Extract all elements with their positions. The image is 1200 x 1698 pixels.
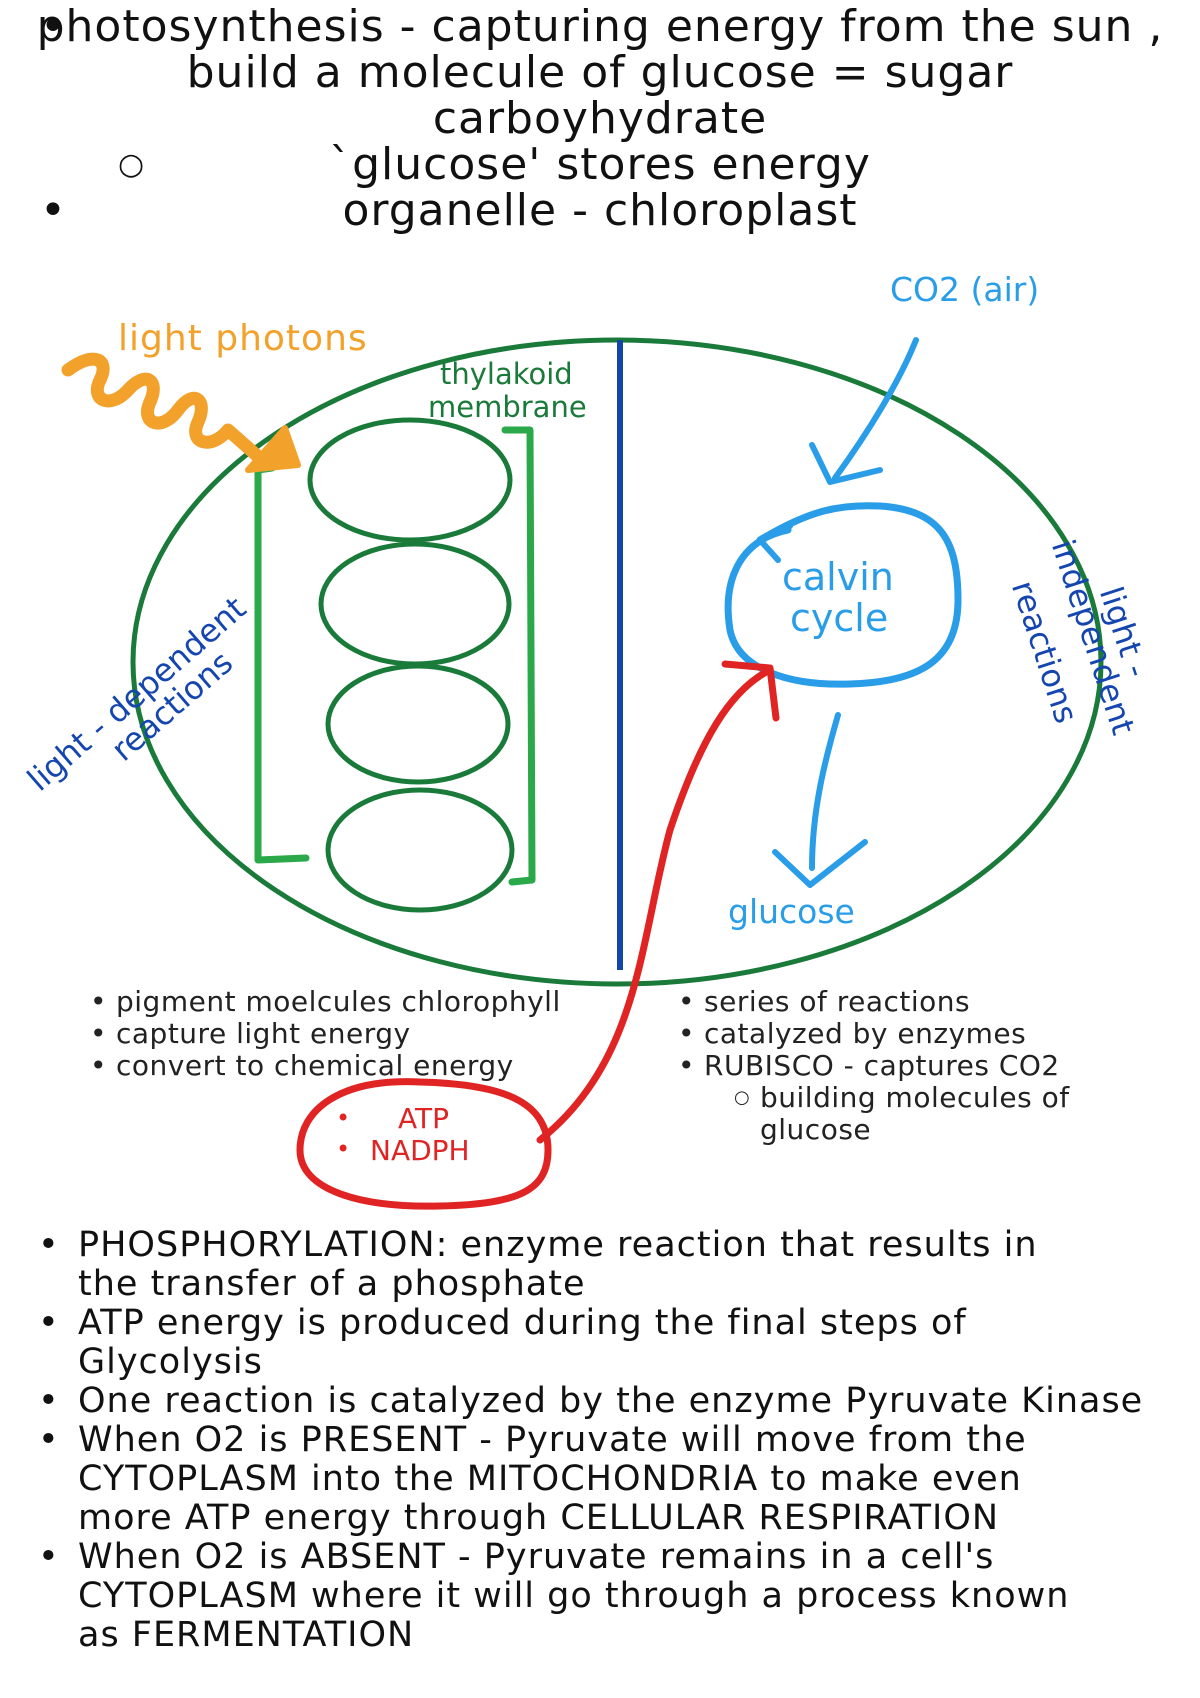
nadph-bullet: • <box>336 1135 351 1163</box>
co2-label: CO2 (air) <box>890 270 1040 309</box>
intro-item: build a molecule of glucose = sugar <box>0 50 1200 96</box>
co2-arrowhead <box>809 442 883 485</box>
thylakoid-disc <box>307 417 513 543</box>
bottom-line: Glycolysis <box>78 1342 263 1382</box>
membrane-label: membrane <box>428 390 587 424</box>
calvin-label: calvin <box>782 555 894 599</box>
bottom-line: CYTOPLASM where it will go through a pro… <box>78 1576 1070 1616</box>
right-bracket <box>501 426 536 886</box>
atp-nadph-circle <box>296 1078 552 1210</box>
calvin-arrowhead <box>757 523 793 563</box>
bullet-dot: • <box>40 1 67 52</box>
bottom-line: ATP energy is produced during the final … <box>78 1303 967 1343</box>
bottom-line: CYTOPLASM into the MITOCHONDRIA to make … <box>78 1459 1022 1499</box>
phosphorylation-list: PHOSPHORYLATION: enzyme reaction that re… <box>38 1226 1198 1655</box>
note-item: convert to chemical energy <box>88 1050 561 1083</box>
note-item: catalyzed by enzymes <box>676 1018 1070 1051</box>
sub-bullet-circle: ○ <box>118 147 146 182</box>
energy-arrow <box>536 666 774 1144</box>
intro-text-2: build a molecule of glucose = sugar <box>186 47 1014 98</box>
photon-wave <box>61 352 269 467</box>
light-independent-notes: series of reactions catalyzed by enzymes… <box>676 986 1070 1146</box>
note-item: series of reactions <box>676 986 1070 1019</box>
bottom-item: When O2 is PRESENT - Pyruvate will move … <box>38 1421 1198 1538</box>
intro-item: • photosynthesis - capturing energy from… <box>0 4 1200 50</box>
bottom-item: When O2 is ABSENT - Pyruvate remains in … <box>38 1538 1198 1655</box>
intro-item: • organelle - chloroplast <box>0 188 1200 234</box>
thylakoid-disc <box>325 663 511 785</box>
light-photons-label: light photons <box>118 318 368 359</box>
intro-text-4: `glucose' stores energy <box>329 139 871 190</box>
light-dependent-notes: pigment moelcules chlorophyll capture li… <box>88 986 561 1083</box>
bottom-item: PHOSPHORYLATION: enzyme reaction that re… <box>38 1226 1198 1304</box>
bottom-line: When O2 is PRESENT - Pyruvate will move … <box>78 1420 1027 1460</box>
bottom-line: When O2 is ABSENT - Pyruvate remains in … <box>78 1537 995 1577</box>
sub-note-cont: glucose <box>760 1113 872 1146</box>
atp-label: ATP <box>398 1102 449 1135</box>
glucose-arrow <box>809 712 841 871</box>
atp-bullet: • <box>336 1104 351 1132</box>
intro-item: carboyhydrate <box>0 96 1200 142</box>
note-item: RUBISCO - captures CO2 <box>676 1050 1070 1083</box>
bottom-line: PHOSPHORYLATION: enzyme reaction that re… <box>78 1225 1038 1265</box>
calvin-cycle-loop <box>724 502 962 688</box>
intro-text-1: photosynthesis - capturing energy from t… <box>36 1 1164 52</box>
bottom-line: the transfer of a phosphate <box>78 1264 586 1304</box>
thylakoid-stack <box>307 417 515 913</box>
bottom-item: One reaction is catalyzed by the enzyme … <box>38 1381 1198 1422</box>
bottom-item: ATP energy is produced during the final … <box>38 1304 1198 1382</box>
sub-note-item: building molecules of glucose <box>676 1082 1070 1146</box>
note-item: pigment moelcules chlorophyll <box>88 986 561 1019</box>
bullet-dot: • <box>40 185 67 236</box>
bottom-line: as FERMENTATION <box>78 1615 415 1655</box>
intro-item: ○ `glucose' stores energy <box>0 142 1200 188</box>
energy-arrowhead <box>721 660 780 722</box>
thylakoid-disc <box>325 787 515 913</box>
intro-list: • photosynthesis - capturing energy from… <box>0 4 1200 234</box>
intro-text-3: carboyhydrate <box>432 93 768 144</box>
intro-text-5: organelle - chloroplast <box>342 185 858 236</box>
photon-arrowhead <box>245 425 301 473</box>
bottom-line: more ATP energy through CELLULAR RESPIRA… <box>78 1498 1000 1538</box>
thylakoid-label: thylakoid <box>440 357 573 391</box>
cycle-label: cycle <box>790 596 889 640</box>
co2-arrow <box>832 337 919 481</box>
bottom-line: One reaction is catalyzed by the enzyme … <box>78 1381 1144 1421</box>
sub-note-text: building molecules of <box>760 1081 1070 1114</box>
nadph-label: NADPH <box>370 1134 470 1167</box>
note-item: capture light energy <box>88 1018 561 1051</box>
thylakoid-disc <box>318 541 512 667</box>
glucose-label: glucose <box>728 892 855 931</box>
left-bracket <box>254 464 310 864</box>
glucose-arrowhead <box>772 839 868 888</box>
